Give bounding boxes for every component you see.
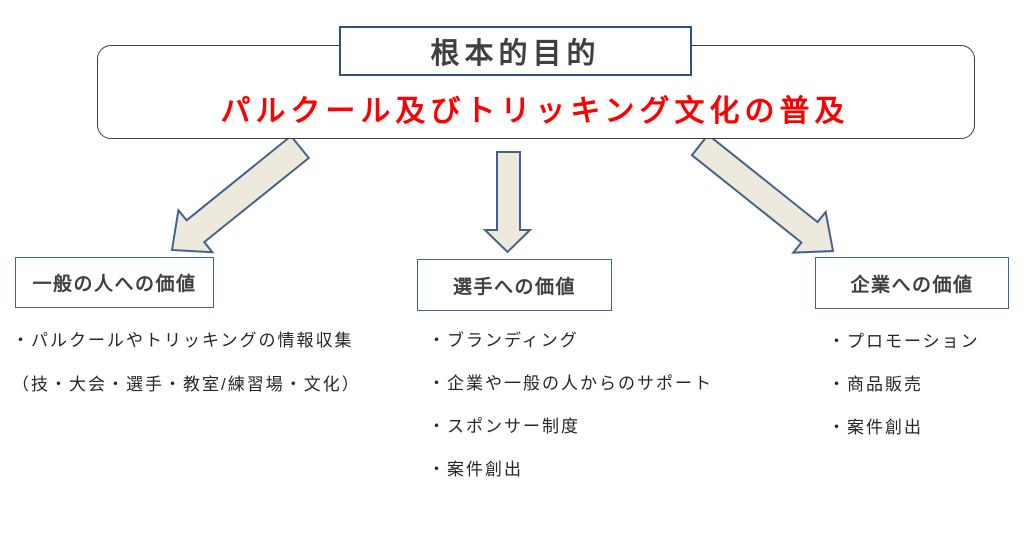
arrow-to-athletes-icon — [482, 151, 533, 254]
branch-heading-general-label: 一般の人への価値 — [32, 274, 197, 295]
branch-list-companies: ・プロモーション ・商品販売 ・案件創出 — [828, 333, 980, 462]
list-item: ・ブランディング — [428, 331, 579, 350]
branch-heading-athletes: 選手への価値 — [417, 259, 612, 311]
purpose-title: 根本的目的 — [430, 38, 601, 70]
list-item: ・スポンサー制度 — [428, 417, 580, 436]
branch-list-athletes: ・ブランディング ・企業や一般の人からのサポート ・スポンサー制度 ・案件創出 — [428, 332, 713, 504]
list-item: （技・大会・選手・教室/練習場・文化） — [12, 375, 361, 394]
purpose-title-box: 根本的目的 — [339, 26, 692, 76]
purpose-subtitle: パルクール及びトリッキング文化の普及 — [220, 95, 850, 128]
branch-list-general: ・パルクールやトリッキングの情報収集 （技・大会・選手・教室/練習場・文化） — [12, 332, 361, 420]
list-item: ・案件創出 — [828, 418, 923, 437]
list-item: ・企業や一般の人からのサポート — [428, 374, 713, 393]
arrow-to-companies-icon — [690, 133, 835, 254]
branch-heading-companies-label: 企業への価値 — [850, 274, 974, 296]
branch-heading-companies: 企業への価値 — [815, 257, 1009, 309]
branch-heading-athletes-label: 選手への価値 — [452, 276, 576, 298]
list-item: ・案件創出 — [428, 460, 523, 479]
list-item: ・プロモーション — [828, 332, 980, 351]
branch-heading-general: 一般の人への価値 — [15, 257, 214, 308]
list-item: ・パルクールやトリッキングの情報収集 — [12, 331, 354, 350]
arrow-to-general-icon — [170, 134, 311, 254]
list-item: ・商品販売 — [828, 375, 923, 394]
